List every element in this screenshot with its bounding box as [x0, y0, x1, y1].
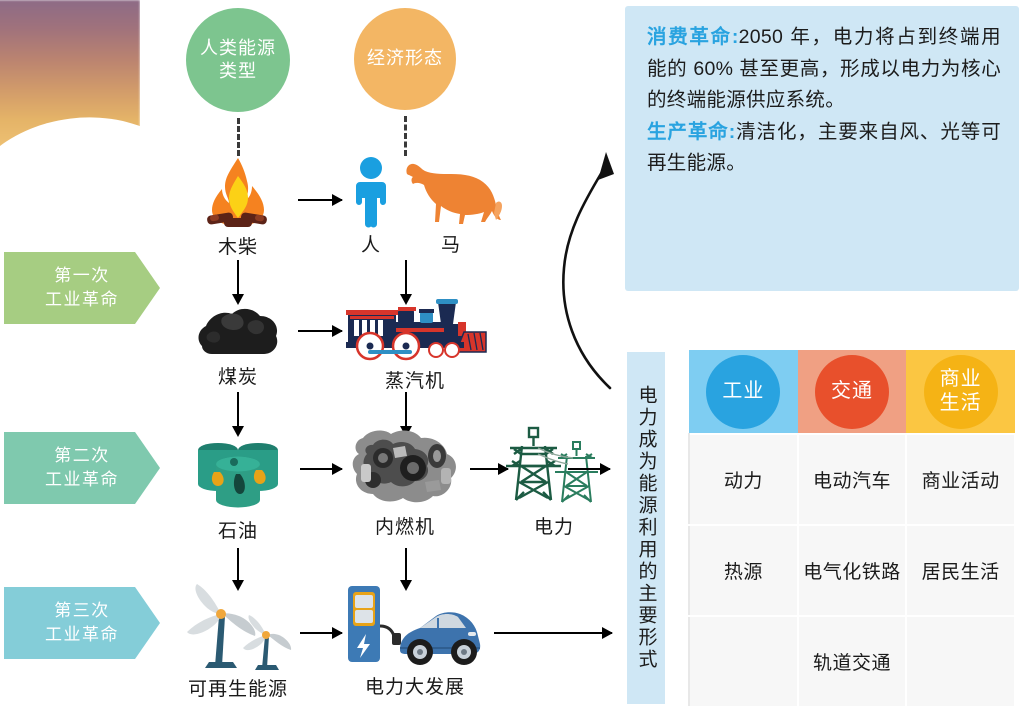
table-header-industry-label: 工业 — [722, 379, 765, 402]
banner-first-industrial-revolution: 第一次 工业革命 — [4, 252, 160, 324]
table-cell-r1c2: 居民生活 — [905, 524, 1016, 617]
table-cell-r0c2: 商业活动 — [905, 433, 1016, 526]
oil-barrel-icon — [198, 443, 278, 508]
banner-second-industrial-revolution: 第二次 工业革命 — [4, 432, 160, 504]
node-steam-locomotive-caption: 蒸汽机 — [384, 371, 445, 392]
node-coal-caption: 煤炭 — [217, 367, 258, 388]
campfire-icon — [207, 158, 267, 227]
arrow-down-economy-2 — [400, 392, 412, 437]
arrow-row4-to-ev — [300, 627, 343, 639]
arrow-down-economy-1 — [400, 260, 412, 305]
arrow-power-to-strip — [568, 463, 611, 475]
info-body-consumption: 2050 年，电力将占到终端用能的 60% 甚至更高，形成以电力为核心的终端能源… — [647, 26, 1001, 112]
info-lead-consumption: 消费革命: — [647, 26, 739, 48]
banner-3-line2: 工业革命 — [45, 625, 119, 644]
table-header-commercial-life: 商业 生活 — [906, 350, 1015, 434]
info-paragraph-production: 生产革命:清洁化，主要来自风、光等可再生能源。 — [647, 117, 1001, 180]
banner-3-line1: 第三次 — [54, 600, 110, 620]
table-cell-r0c1: 电动汽车 — [796, 433, 908, 526]
node-power: 电力 — [500, 420, 608, 539]
category-economy-label: 经济形态 — [367, 48, 443, 69]
banner-third-industrial-revolution: 第三次 工业革命 — [4, 587, 160, 659]
table-cell-r2c1: 轨道交通 — [796, 615, 908, 708]
info-body-production: 清洁化，主要来自风、光等可再生能源。 — [647, 120, 1002, 175]
steam-locomotive-icon — [346, 299, 487, 361]
node-ev-charging: 电力大发展 — [340, 578, 490, 699]
node-ev-charging-caption: 电力大发展 — [364, 677, 465, 698]
node-human-caption: 人 — [360, 235, 381, 256]
sunset-decoration — [0, 0, 140, 215]
arrow-ev-to-strip — [494, 627, 613, 639]
transmission-tower-icon — [506, 426, 598, 503]
banner-1-line1: 第一次 — [54, 265, 110, 285]
dashed-connector-economy — [404, 116, 407, 156]
engine-icon — [352, 430, 456, 503]
node-steam-locomotive: 蒸汽机 — [340, 292, 490, 393]
horse-icon — [406, 163, 502, 224]
node-oil-caption: 石油 — [217, 521, 258, 542]
arrow-row1-to-economy — [298, 194, 343, 206]
banner-2-line1: 第二次 — [54, 445, 110, 465]
node-firewood-caption: 木柴 — [217, 237, 258, 258]
node-power-caption: 电力 — [533, 517, 574, 538]
table-cell-r0c0: 动力 — [688, 433, 799, 526]
table-header-industry: 工业 — [689, 350, 798, 434]
wind-turbine-icon — [187, 584, 292, 670]
category-energy-line1: 人类能源 — [200, 37, 276, 58]
ev-charging-icon — [348, 586, 481, 665]
table-cell-r2c0 — [688, 615, 799, 708]
table-header-commercial-disc: 商业 生活 — [923, 354, 998, 429]
table-row: 热源 电气化铁路 居民生活 — [688, 524, 1016, 617]
person-icon — [356, 157, 386, 228]
table-row: 轨道交通 — [688, 615, 1016, 708]
info-paragraph-consumption: 消费革命:2050 年，电力将占到终端用能的 60% 甚至更高，形成以电力为核心… — [647, 22, 1001, 117]
table-header-commercial-line2: 生活 — [939, 391, 982, 414]
table-header-transport-label: 交通 — [830, 379, 873, 402]
node-horse: 马 — [398, 158, 504, 257]
info-box: 消费革命:2050 年，电力将占到终端用能的 60% 甚至更高，形成以电力为核心… — [625, 6, 1019, 291]
arrow-down-economy-3 — [400, 548, 412, 591]
table-cell-r1c0: 热源 — [688, 524, 799, 617]
arrow-engine-to-power — [470, 463, 509, 475]
node-human: 人 — [342, 156, 400, 257]
arrow-down-energy-2 — [232, 392, 244, 437]
table-header-row: 工业 交通 商业 生活 — [689, 350, 1015, 434]
node-coal: 煤炭 — [188, 298, 288, 389]
arrow-row3-to-engine — [300, 463, 343, 475]
table-header-transport-disc: 交通 — [814, 354, 889, 429]
vertical-caption-text: 电力成为能源利用的主要形式 — [635, 385, 657, 671]
arrow-down-energy-3 — [232, 548, 244, 591]
coal-icon — [198, 308, 278, 354]
table-header-commercial-line1: 商业 — [939, 367, 982, 390]
table-cell-r1c1: 电气化铁路 — [796, 524, 908, 617]
curved-arrow-to-info-box — [562, 152, 614, 390]
dashed-connector-energy — [237, 118, 240, 156]
arrow-row2-to-economy — [298, 325, 343, 337]
node-horse-caption: 马 — [440, 235, 461, 256]
node-renewable-caption: 可再生能源 — [187, 679, 288, 700]
category-circle-economy: 经济形态 — [354, 8, 456, 110]
node-engine: 内燃机 — [342, 424, 468, 539]
node-renewable: 可再生能源 — [172, 580, 304, 701]
node-oil: 石油 — [186, 428, 290, 543]
table-row: 动力 电动汽车 商业活动 — [688, 433, 1016, 526]
banner-1-line2: 工业革命 — [45, 290, 119, 309]
category-circle-energy: 人类能源 类型 — [186, 8, 290, 112]
category-energy-line2: 类型 — [219, 61, 257, 81]
vertical-caption-strip: 电力成为能源利用的主要形式 — [627, 352, 665, 704]
node-engine-caption: 内燃机 — [374, 517, 435, 538]
table-cell-r2c2 — [905, 615, 1016, 708]
table-header-industry-disc: 工业 — [706, 354, 781, 429]
banner-2-line2: 工业革命 — [45, 470, 119, 489]
electricity-usage-table: 工业 交通 商业 生活 — [688, 350, 1016, 708]
node-firewood: 木柴 — [186, 156, 290, 259]
info-lead-production: 生产革命: — [647, 120, 736, 143]
table-header-transport: 交通 — [797, 350, 907, 434]
arrow-down-energy-1 — [232, 260, 244, 305]
